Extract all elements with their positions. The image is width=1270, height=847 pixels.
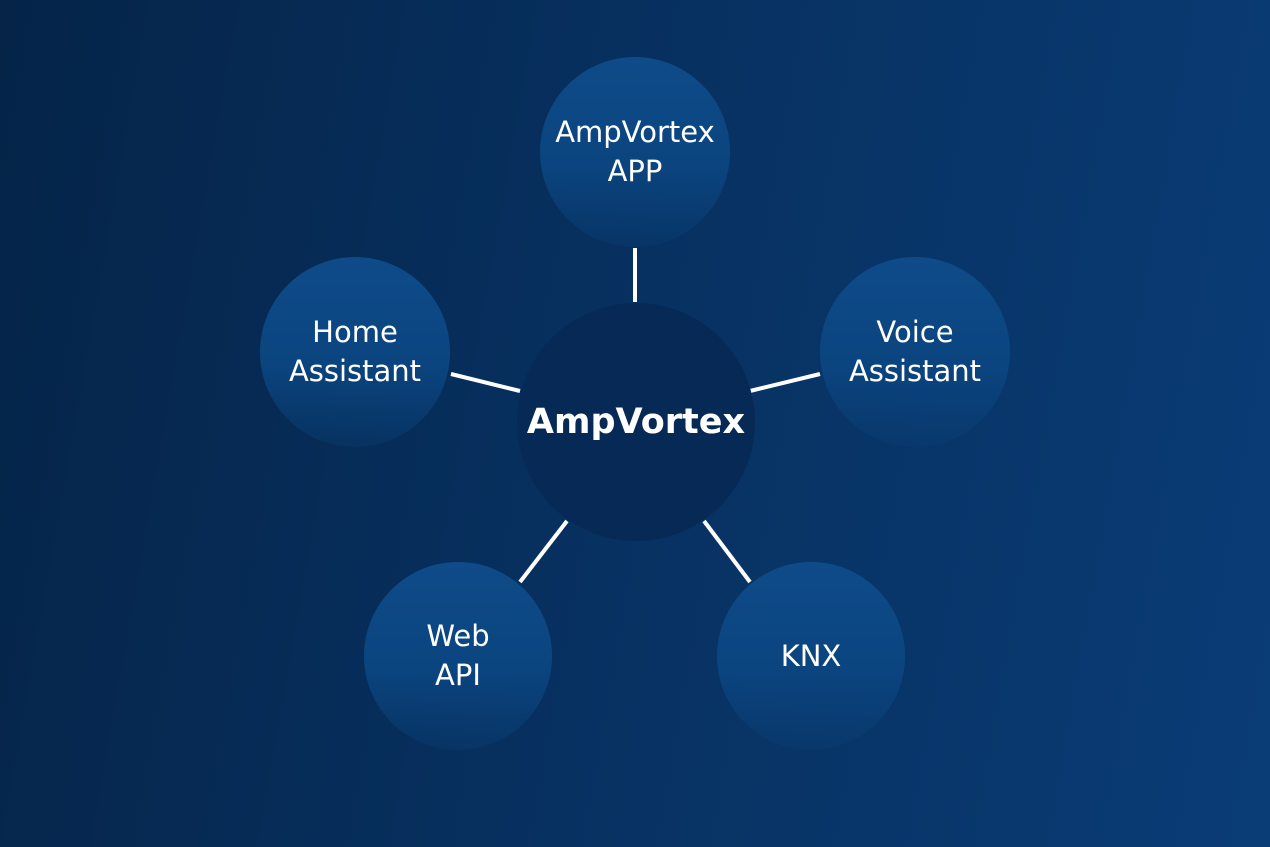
node-label-line2: Assistant: [288, 354, 422, 388]
node-label-line2: APP: [607, 154, 663, 188]
node-label-line1: AmpVortex: [555, 115, 715, 149]
node-label-line2: API: [435, 658, 481, 692]
connector-knx: [702, 519, 752, 584]
connector-web: [518, 519, 569, 584]
node-knx: KNX: [717, 562, 905, 750]
node-label-line1: KNX: [780, 638, 842, 673]
node-label-line1: Voice: [876, 315, 954, 349]
hub-ampvortex: AmpVortex: [517, 303, 755, 541]
node-label-line1: Home: [312, 315, 398, 349]
node-label-line1: Web: [426, 619, 490, 653]
node-label-line2: Assistant: [848, 354, 982, 388]
hub-label: AmpVortex: [526, 402, 746, 442]
connector-voice: [749, 372, 821, 393]
connector-home: [450, 372, 521, 393]
